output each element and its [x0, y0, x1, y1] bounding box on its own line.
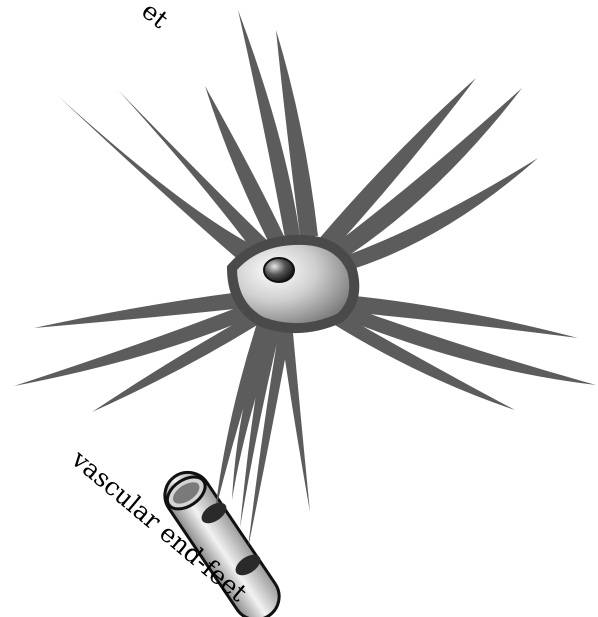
process-arm — [58, 96, 262, 268]
nucleus — [264, 258, 294, 282]
top-label-fragment: et — [136, 0, 173, 34]
astrocyte-soma — [232, 240, 354, 328]
